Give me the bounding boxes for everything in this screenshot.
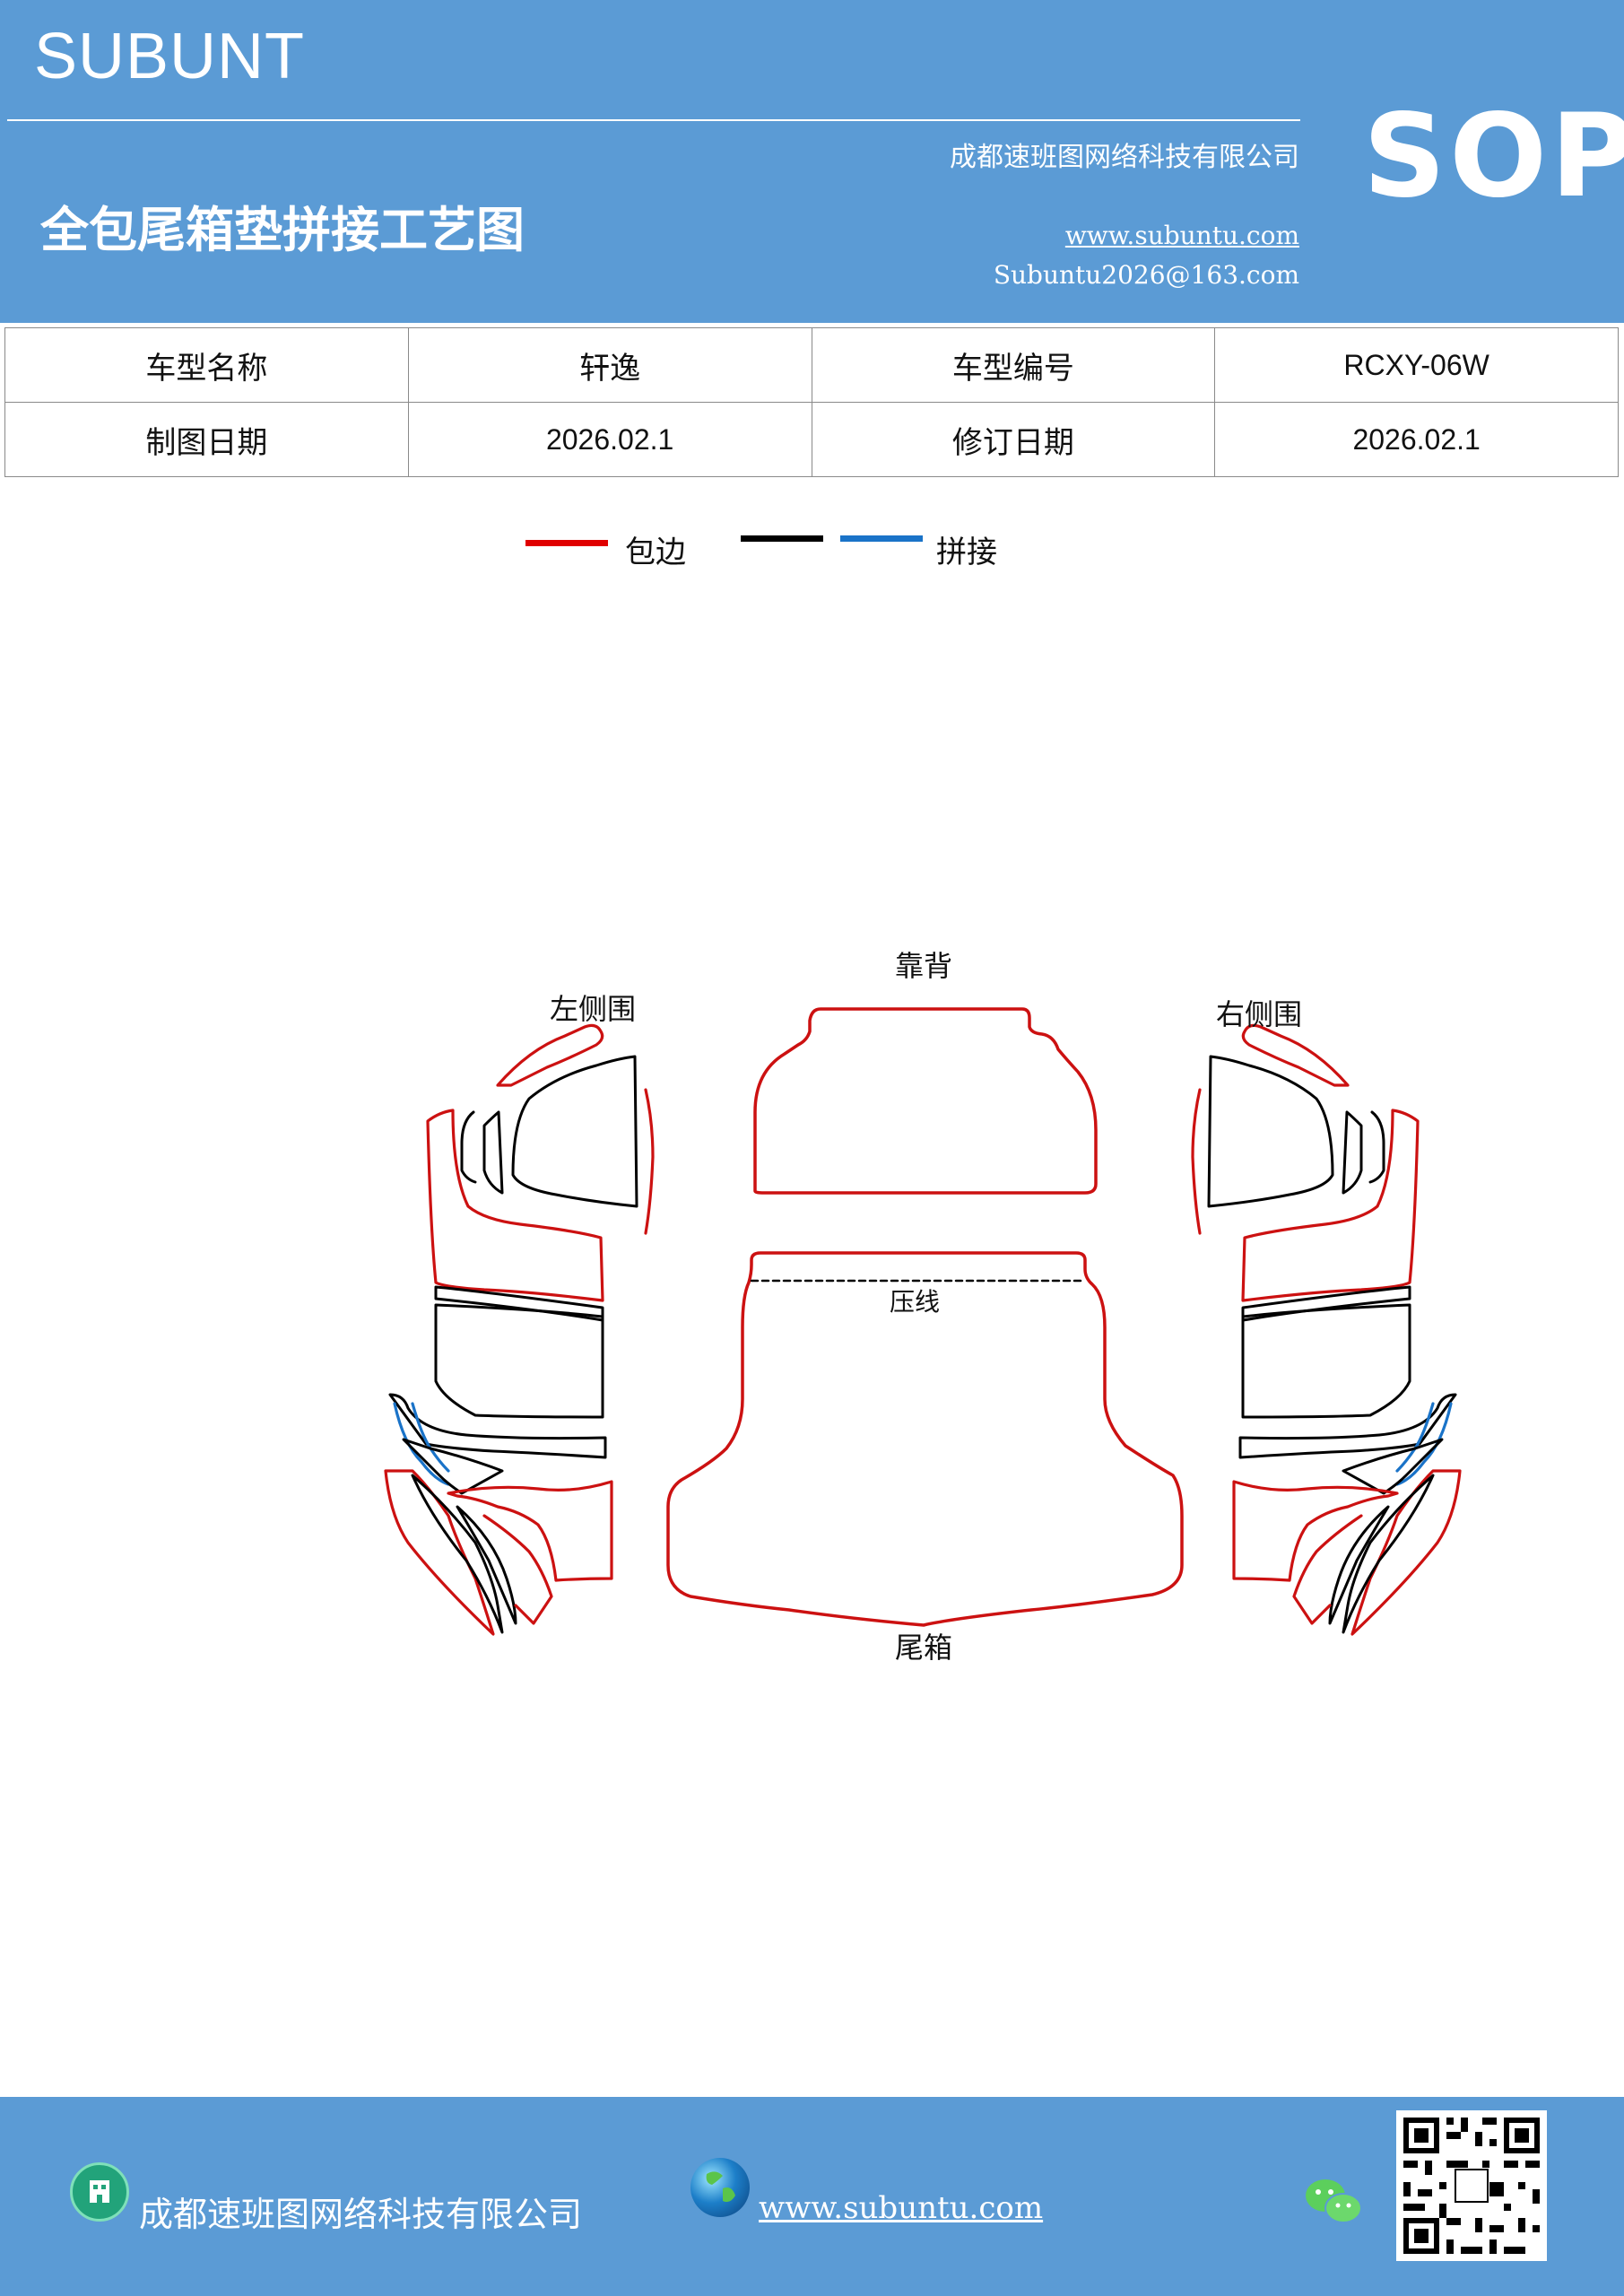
table-row: 车型名称 轩逸 车型编号 RCXY-06W — [4, 327, 1619, 403]
backrest-label: 靠背 — [895, 949, 953, 983]
building-icon — [70, 2162, 129, 2222]
backrest-panel — [753, 1007, 1098, 1195]
header-website-link[interactable]: www.subuntu.com — [1064, 221, 1299, 250]
left-side-panels — [384, 1023, 655, 1636]
globe-icon — [690, 2158, 750, 2217]
legend-wrap-label: 包边 — [625, 535, 686, 570]
legend-black-line — [741, 535, 823, 542]
header-email: Subuntu2026@163.com — [993, 260, 1299, 290]
revision-date-value: 2026.02.1 — [1214, 402, 1619, 477]
right-side-label: 右侧围 — [1216, 997, 1303, 1031]
crease-label: 压线 — [890, 1287, 941, 1317]
legend-splice-label: 拼接 — [936, 535, 997, 570]
table-row: 制图日期 2026.02.1 修订日期 2026.02.1 — [4, 402, 1619, 477]
header-divider — [7, 119, 1300, 121]
qr-code — [1396, 2110, 1547, 2261]
sop-mark: SOP — [1363, 90, 1624, 223]
pattern-diagram — [384, 1007, 1462, 1636]
legend: 包边 拼接 — [0, 527, 1624, 572]
left-side-label: 左侧围 — [550, 992, 637, 1026]
assembly-drawing: 靠背 左侧围 右侧围 压线 尾箱 — [0, 897, 1624, 1704]
legend-blue-line — [840, 535, 923, 542]
trunk-panel — [666, 1251, 1184, 1627]
footer-company: 成都速班图网络科技有限公司 — [139, 2195, 583, 2234]
document-title: 全包尾箱垫拼接工艺图 — [40, 202, 525, 258]
model-code-label: 车型编号 — [811, 327, 1216, 403]
right-side-panels — [1191, 1023, 1462, 1636]
revision-date-label: 修订日期 — [811, 402, 1216, 477]
footer: 成都速班图网络科技有限公司 www.subuntu.com — [0, 2097, 1624, 2296]
info-table: 车型名称 轩逸 车型编号 RCXY-06W 制图日期 2026.02.1 修订日… — [4, 327, 1619, 477]
header: SUBUNT 成都速班图网络科技有限公司 全包尾箱垫拼接工艺图 www.subu… — [0, 0, 1624, 323]
drawing-date-label: 制图日期 — [4, 402, 409, 477]
legend-red-line — [525, 540, 608, 546]
header-company: 成都速班图网络科技有限公司 — [950, 142, 1299, 173]
drawing-date-value: 2026.02.1 — [407, 402, 812, 477]
trunk-label: 尾箱 — [895, 1631, 953, 1665]
footer-website-link[interactable]: www.subuntu.com — [759, 2190, 1044, 2226]
wechat-icon — [1302, 2174, 1365, 2228]
model-name-label: 车型名称 — [4, 327, 409, 403]
brand-logo: SUBUNT — [34, 21, 306, 92]
model-code-value: RCXY-06W — [1214, 327, 1619, 403]
model-name-value: 轩逸 — [407, 327, 812, 403]
